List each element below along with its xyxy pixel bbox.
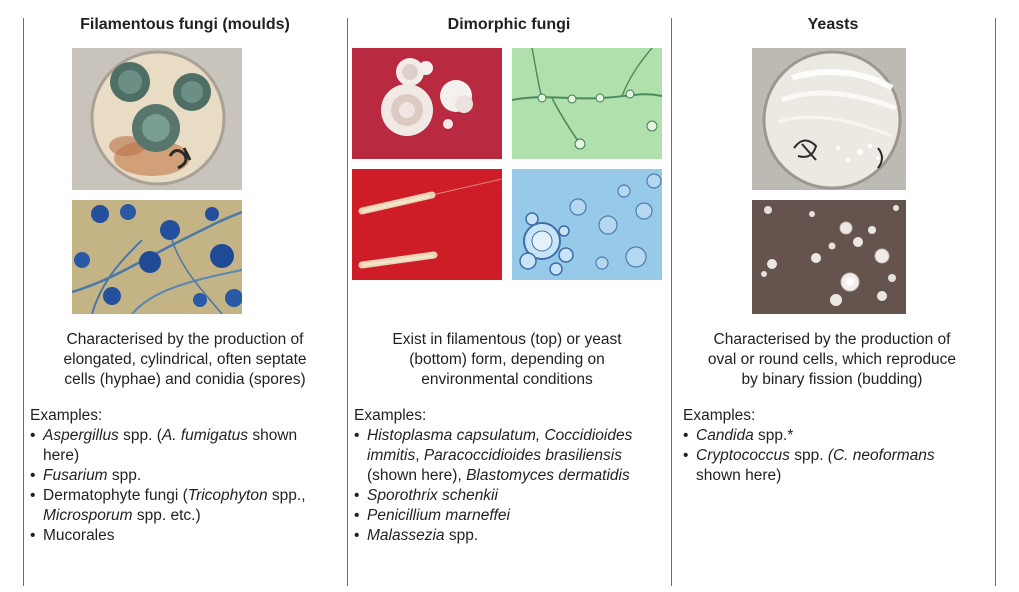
example-text: Cryptococcus bbox=[696, 447, 790, 464]
column-title-moulds: Filamentous fungi (moulds) bbox=[80, 16, 290, 33]
example-text: Sporothrix schenkii bbox=[367, 487, 498, 504]
example-text: spp. bbox=[444, 527, 479, 544]
description-moulds: Characterised by the production of elong… bbox=[30, 330, 340, 390]
example-text: Mucorales bbox=[43, 527, 115, 544]
example-text: Paracoccidioides brasiliensis bbox=[423, 447, 622, 464]
example-text: Candida bbox=[696, 427, 754, 444]
example-item: Malassezia spp. bbox=[354, 526, 666, 546]
description-line: by binary fission (budding) bbox=[741, 371, 923, 388]
photo-mould-microscopy bbox=[72, 200, 242, 314]
example-text: spp. bbox=[789, 447, 828, 464]
example-text: Fusarium bbox=[43, 467, 108, 484]
example-item: Cryptococcus spp. (C. neoformans shown h… bbox=[683, 446, 979, 486]
description-line: (bottom) form, depending on bbox=[409, 351, 605, 368]
column-divider-left bbox=[23, 18, 24, 586]
example-item: Dermatophyte fungi (Tricophyton spp., Mi… bbox=[30, 486, 330, 526]
example-text: Dermatophyte fungi ( bbox=[43, 487, 188, 504]
column-divider-right bbox=[995, 18, 996, 586]
examples-list: Aspergillus spp. (A. fumigatus shown her… bbox=[30, 426, 330, 546]
example-item: Histoplasma capsulatum, Coccidioides imm… bbox=[354, 426, 666, 486]
description-yeasts: Characterised by the production of oval … bbox=[676, 330, 988, 390]
description-line: cells (hyphae) and conidia (spores) bbox=[64, 371, 306, 388]
example-item: Sporothrix schenkii bbox=[354, 486, 666, 506]
photo-yeast-culture-plate bbox=[752, 48, 906, 190]
example-item: Mucorales bbox=[30, 526, 330, 546]
description-line: environmental conditions bbox=[421, 371, 593, 388]
examples-dimorphic: Examples: Histoplasma capsulatum, Coccid… bbox=[354, 406, 666, 546]
description-line: Characterised by the production of bbox=[66, 331, 304, 348]
example-text: spp.* bbox=[753, 427, 794, 444]
example-text: Malassezia bbox=[367, 527, 445, 544]
description-line: Exist in filamentous (top) or yeast bbox=[392, 331, 622, 348]
column-divider-1 bbox=[347, 18, 348, 586]
column-title-dimorphic: Dimorphic fungi bbox=[447, 16, 571, 33]
example-text: Histoplasma capsulatum, Coccidioides imm… bbox=[367, 427, 633, 464]
examples-moulds: Examples: Aspergillus spp. (A. fumigatus… bbox=[30, 406, 330, 546]
example-text: Tricophyton bbox=[187, 487, 268, 504]
photo-mould-culture-plate bbox=[72, 48, 242, 190]
examples-heading: Examples: bbox=[30, 407, 103, 424]
column-divider-2 bbox=[671, 18, 672, 586]
example-text: shown here) bbox=[696, 467, 782, 484]
photo-dimorphic-yeast-microscopy bbox=[512, 169, 662, 280]
photo-dimorphic-yeast-streaks bbox=[352, 169, 502, 280]
example-text: spp. ( bbox=[118, 427, 162, 444]
examples-list: Histoplasma capsulatum, Coccidioides imm… bbox=[354, 426, 666, 546]
example-text: spp., bbox=[267, 487, 306, 504]
example-item: Penicillium marneffei bbox=[354, 506, 666, 526]
example-text: Aspergillus bbox=[43, 427, 119, 444]
example-text: (shown here), bbox=[367, 467, 467, 484]
description-dimorphic: Exist in filamentous (top) or yeast (bot… bbox=[352, 330, 662, 390]
photo-dimorphic-mould-colony bbox=[352, 48, 502, 159]
examples-yeasts: Examples: Candida spp.*Cryptococcus spp.… bbox=[683, 406, 979, 486]
photo-yeast-india-ink-microscopy bbox=[752, 200, 906, 314]
example-text: shown here) bbox=[43, 427, 298, 464]
description-line: elongated, cylindrical, often septate bbox=[63, 351, 307, 368]
column-title-yeasts: Yeasts bbox=[807, 16, 859, 33]
example-text: (C. neoformans bbox=[827, 447, 935, 464]
photo-dimorphic-hyphae-microscopy bbox=[512, 48, 662, 159]
example-text: Microsporum bbox=[43, 507, 133, 524]
example-text: A. fumigatus bbox=[161, 427, 249, 444]
example-text: spp. etc.) bbox=[132, 507, 201, 524]
example-text: Penicillium marneffei bbox=[367, 507, 510, 524]
example-item: Aspergillus spp. (A. fumigatus shown her… bbox=[30, 426, 330, 466]
example-text: spp. bbox=[107, 467, 142, 484]
examples-list: Candida spp.*Cryptococcus spp. (C. neofo… bbox=[683, 426, 979, 486]
example-item: Candida spp.* bbox=[683, 426, 979, 446]
examples-heading: Examples: bbox=[354, 407, 427, 424]
example-text: , bbox=[415, 447, 424, 464]
description-line: oval or round cells, which reproduce bbox=[707, 351, 957, 368]
description-line: Characterised by the production of bbox=[713, 331, 951, 348]
examples-heading: Examples: bbox=[683, 407, 756, 424]
example-text: Blastomyces dermatidis bbox=[466, 467, 630, 484]
example-item: Fusarium spp. bbox=[30, 466, 330, 486]
